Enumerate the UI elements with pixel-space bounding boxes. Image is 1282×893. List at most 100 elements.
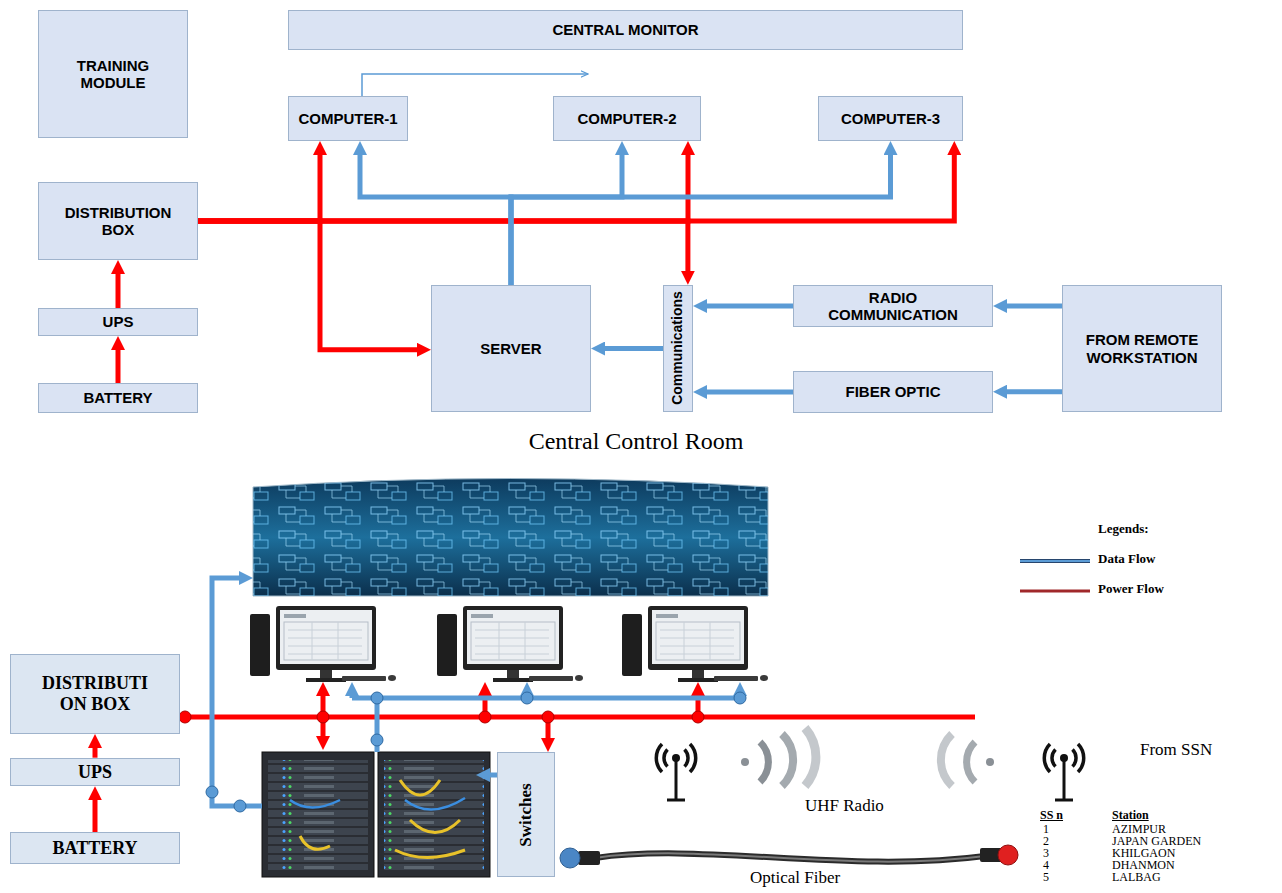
table-cell: Station	[1112, 809, 1149, 823]
video-wall	[253, 479, 768, 597]
power-arrow	[483, 690, 488, 712]
video-wall-screen	[253, 479, 768, 597]
data-connector	[701, 304, 793, 309]
data-connector	[511, 149, 891, 285]
block-box: BATTERY	[10, 832, 180, 864]
data-arrow	[212, 578, 262, 806]
block-box: CENTRAL MONITOR	[288, 10, 963, 50]
video-wall-detail	[253, 479, 768, 597]
box-text: SERVER	[480, 340, 541, 357]
junction-dot	[521, 692, 533, 704]
radio-wave	[805, 728, 816, 786]
box-text: FIBER OPTIC	[845, 383, 940, 400]
table-cell: KHILGAON	[1112, 847, 1175, 859]
box-text: TRAINING MODULE	[53, 57, 173, 92]
legend-line-sample	[1020, 560, 1090, 562]
table-cell: 5	[1043, 871, 1049, 883]
rack-units	[268, 760, 368, 870]
box-text: COMPUTER-2	[577, 110, 676, 127]
block-box: RADIO COMMUNICATION	[793, 285, 993, 328]
radio-wave	[986, 758, 994, 766]
box-text: Communications	[670, 292, 685, 406]
junction-dot	[371, 692, 383, 704]
workstation-computer	[622, 606, 768, 682]
data-arrow	[350, 690, 355, 698]
box-text: UPS	[103, 313, 134, 330]
power-connector	[198, 149, 320, 221]
power-line	[180, 715, 975, 720]
box-text: DISTRIBUTION BOX	[53, 204, 183, 239]
rack-units	[384, 760, 484, 870]
table-cell: 1	[1043, 823, 1049, 835]
legend-samples	[1020, 561, 1090, 591]
server-rack	[262, 752, 490, 877]
rack-cables	[300, 780, 465, 858]
radio-wave	[967, 742, 975, 782]
data-wiring	[206, 578, 746, 812]
antenna-symbol	[656, 744, 695, 800]
fiber-cable	[595, 853, 985, 861]
block-box: DISTRIBUTI ON BOX	[10, 654, 180, 734]
label-text: UHF Radio	[805, 796, 884, 816]
power-connector	[116, 344, 121, 383]
fiber-connector	[560, 848, 580, 868]
block-box: FROM REMOTE WORKSTATION	[1062, 285, 1222, 412]
junction-dot	[692, 711, 704, 723]
label-text: Optical Fiber	[750, 868, 840, 888]
vertical-label-box: Communications	[663, 285, 693, 413]
table-cell: 4	[1043, 859, 1049, 871]
power-connector	[198, 149, 688, 221]
caption-text: Central Control Room	[0, 428, 1272, 456]
data-connector	[599, 346, 663, 351]
rack-cabinet	[262, 752, 374, 877]
fiber-connector	[998, 845, 1018, 865]
block-box: BATTERY	[38, 383, 198, 413]
box-text: COMPUTER-1	[298, 110, 397, 127]
monitor-link-line	[362, 74, 588, 96]
junction-dot	[479, 711, 491, 723]
radio-wave	[941, 734, 952, 786]
data-connector	[1001, 389, 1062, 394]
power-connector	[93, 794, 98, 832]
legend-line-sample	[1020, 590, 1090, 593]
block-box: COMPUTER-3	[818, 96, 963, 141]
data-connector	[701, 390, 793, 395]
power-connector	[93, 742, 98, 758]
power-connector	[198, 149, 954, 221]
junction-dot	[179, 711, 191, 723]
box-text: BATTERY	[83, 389, 152, 406]
table-cell: 2	[1043, 835, 1049, 847]
data-line	[352, 696, 740, 701]
block-box: COMPUTER-2	[553, 96, 701, 141]
junction-dot	[734, 692, 746, 704]
junction-dot	[371, 734, 383, 746]
junction-dot	[542, 711, 554, 723]
radio-wave	[760, 742, 768, 782]
box-text: BATTERY	[52, 838, 137, 859]
junction-dot	[234, 800, 246, 812]
table-cell: LALBAG	[1112, 871, 1161, 883]
block-box: COMPUTER-1	[288, 96, 408, 141]
data-connector	[1001, 304, 1062, 309]
radio-wave	[741, 758, 749, 766]
vertical-label-box: Switches	[497, 752, 555, 877]
fiber-plug	[578, 851, 600, 865]
legend-line-sample	[1020, 559, 1090, 563]
legend-text: Power Flow	[1098, 582, 1164, 597]
table-cell: 3	[1043, 847, 1049, 859]
radio-link	[656, 728, 1083, 800]
junction-dot	[206, 786, 218, 798]
box-text: CENTRAL MONITOR	[552, 21, 698, 38]
radio-wave	[782, 734, 793, 786]
box-text: FROM REMOTE WORKSTATION	[1075, 331, 1210, 366]
block-box: FIBER OPTIC	[793, 371, 993, 413]
power-arrow	[546, 722, 551, 744]
table-cell: DHANMON	[1112, 859, 1175, 871]
box-text: UPS	[78, 762, 112, 783]
block-box: TRAINING MODULE	[38, 10, 188, 138]
label-text: From SSN	[1140, 740, 1212, 760]
fiber-cable	[595, 853, 985, 861]
block-box: UPS	[38, 308, 198, 336]
data-arrow	[484, 773, 497, 778]
